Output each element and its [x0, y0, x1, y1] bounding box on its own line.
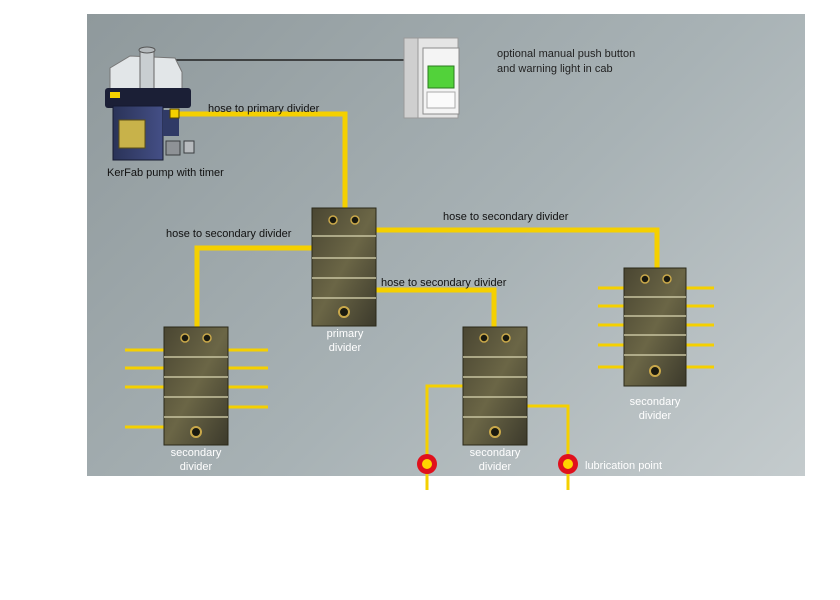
hose-to-primary-divider — [178, 111, 348, 212]
secondary-divider-left-label: secondary divider — [158, 446, 234, 474]
hose-to-secondary-middle — [376, 287, 497, 328]
hoses — [178, 111, 660, 328]
primary-divider — [311, 207, 377, 327]
secondary-divider-right — [623, 267, 687, 387]
lubrication-point-label: lubrication point — [585, 460, 663, 472]
secondary-left-label-line1: secondary — [170, 447, 222, 459]
secondary-divider-right-label: secondary divider — [617, 395, 693, 423]
hose-secondary-middle-label: hose to secondary divider — [381, 277, 507, 289]
hose-to-secondary-right — [376, 227, 660, 270]
secondary-right-label-line1: secondary — [629, 396, 681, 408]
hose-secondary-left-label: hose to secondary divider — [166, 228, 292, 240]
primary-divider-label: primary divider — [310, 327, 380, 355]
pump — [105, 46, 195, 161]
primary-divider-label-line1: primary — [326, 328, 364, 340]
outlet-lines — [125, 286, 714, 429]
hose-secondary-right-label: hose to secondary divider — [443, 211, 569, 223]
secondary-right-label-line2: divider — [638, 410, 672, 422]
hose-primary-label: hose to primary divider — [208, 103, 320, 115]
push-button-label-line1: optional manual push button — [497, 48, 636, 60]
push-button-label-line2: and warning light in cab — [497, 63, 613, 75]
secondary-divider-left — [163, 326, 229, 446]
secondary-left-label-line2: divider — [179, 461, 213, 473]
secondary-divider-middle-label: secondary divider — [457, 446, 533, 474]
push-button-label: optional manual push button and warning … — [497, 47, 635, 77]
primary-divider-label-line2: divider — [328, 342, 362, 354]
lubrication-point-left — [417, 454, 437, 474]
secondary-divider-middle — [462, 326, 528, 446]
push-button-with-light — [403, 37, 460, 119]
pump-label: KerFab pump with timer — [107, 167, 224, 179]
hose-to-secondary-left — [194, 245, 312, 328]
secondary-middle-label-line1: secondary — [469, 447, 521, 459]
lubrication-point-right — [558, 454, 578, 474]
secondary-middle-label-line2: divider — [478, 461, 512, 473]
